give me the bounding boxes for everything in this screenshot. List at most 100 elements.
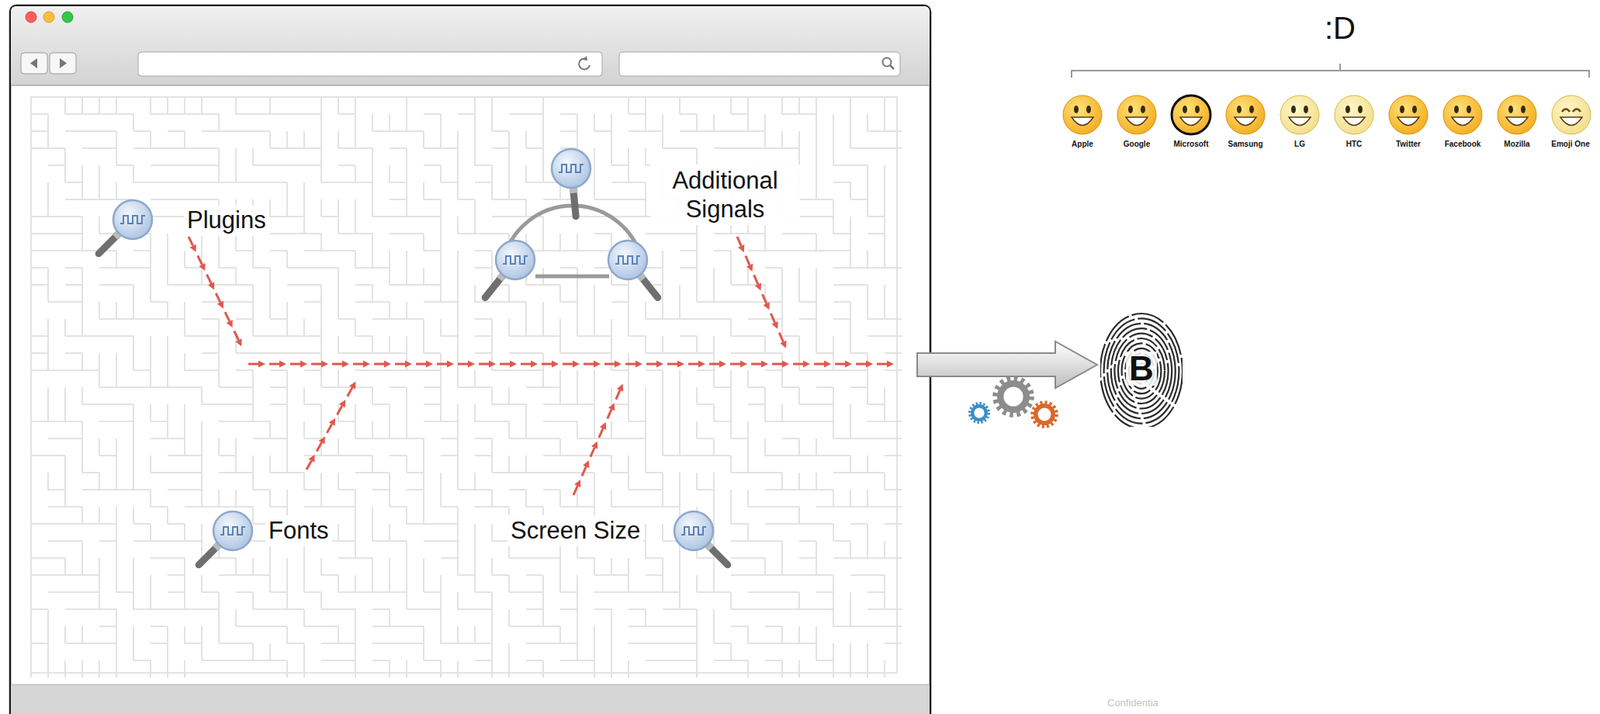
magnifier xyxy=(98,200,153,254)
arrowhead xyxy=(425,360,433,368)
arrowhead xyxy=(737,244,745,253)
dash xyxy=(779,332,783,343)
arrowhead xyxy=(572,360,580,368)
dash xyxy=(599,428,603,438)
dash xyxy=(762,294,767,304)
emoji-face xyxy=(1280,95,1320,135)
arrowhead xyxy=(308,454,315,463)
arrowhead xyxy=(698,360,706,368)
arrowhead xyxy=(591,441,598,450)
dash xyxy=(754,274,759,284)
dash xyxy=(436,363,447,366)
dash xyxy=(834,363,846,366)
dash xyxy=(590,447,595,458)
arrowhead xyxy=(198,263,205,271)
dash xyxy=(541,363,552,366)
dash xyxy=(520,363,531,366)
dash xyxy=(737,236,742,246)
arrowhead xyxy=(599,422,607,430)
output-arrow xyxy=(917,341,1098,388)
arrowhead xyxy=(258,360,266,368)
dash xyxy=(688,363,699,366)
vendor-label: LG xyxy=(1294,139,1306,149)
dash xyxy=(316,442,322,451)
arrowhead xyxy=(349,381,356,390)
emoji-face xyxy=(1388,95,1428,135)
dash xyxy=(607,408,612,419)
dash xyxy=(745,256,750,266)
arrowhead xyxy=(190,244,197,253)
arrowhead xyxy=(509,360,517,368)
dash xyxy=(415,363,426,366)
arrowhead xyxy=(467,360,475,368)
emoji-face xyxy=(1551,95,1591,135)
emoji-face xyxy=(1334,95,1374,135)
dash xyxy=(855,363,866,366)
gear xyxy=(970,404,988,422)
arrowhead xyxy=(740,360,748,368)
dash xyxy=(347,387,353,396)
signal-label: Plugins xyxy=(183,204,270,236)
dash xyxy=(793,363,804,366)
dash xyxy=(290,363,301,366)
dash xyxy=(248,363,259,366)
dash xyxy=(562,363,573,366)
browser-window xyxy=(10,5,931,714)
dash xyxy=(751,363,762,366)
magnifier xyxy=(674,511,728,565)
arrowhead xyxy=(207,281,215,290)
arrowhead xyxy=(746,263,753,272)
arrowhead xyxy=(363,360,371,368)
cluster-line xyxy=(535,274,610,279)
vendor-label: Google xyxy=(1123,139,1150,149)
arrowhead xyxy=(405,360,413,368)
dash xyxy=(337,405,343,415)
emoji-face xyxy=(1117,95,1157,135)
dash xyxy=(625,363,636,366)
arrowhead xyxy=(763,301,770,310)
dash xyxy=(353,363,364,366)
arrowhead xyxy=(593,360,601,368)
arrowhead xyxy=(886,360,894,368)
arrowhead xyxy=(574,479,581,488)
gear-icons xyxy=(970,380,1056,426)
vendor-label: Twitter xyxy=(1395,139,1421,149)
arrowhead xyxy=(635,360,643,368)
magnifier-icons xyxy=(98,148,728,565)
arrowhead xyxy=(342,360,350,368)
magnifier xyxy=(551,148,591,217)
dash xyxy=(332,363,343,366)
arrowhead xyxy=(300,360,308,368)
arrowhead xyxy=(329,418,336,426)
dash xyxy=(667,363,678,366)
fingerprint-id: B xyxy=(1100,310,1183,427)
emoticon-text: :D xyxy=(1324,10,1356,46)
arrowhead xyxy=(845,360,852,368)
arrowhead xyxy=(530,360,538,368)
dash xyxy=(709,363,720,366)
arrowhead xyxy=(279,360,287,368)
emoji-face xyxy=(1497,95,1537,135)
arrowhead xyxy=(321,360,329,368)
arrowhead xyxy=(235,338,242,347)
dash xyxy=(646,363,657,366)
dash xyxy=(374,363,385,366)
dash xyxy=(394,363,406,366)
signal-arrows xyxy=(188,236,894,496)
dash xyxy=(207,274,212,284)
gear xyxy=(997,380,1030,413)
arrowhead xyxy=(446,360,454,368)
dash xyxy=(478,363,489,366)
vendor-label: Facebook xyxy=(1444,139,1482,149)
arrowhead xyxy=(551,360,559,368)
emoji-face xyxy=(1171,95,1211,135)
arrowhead xyxy=(614,360,622,368)
signal-label: Fonts xyxy=(265,515,333,547)
arrowhead xyxy=(782,360,790,368)
dash xyxy=(306,460,312,470)
dash xyxy=(225,311,230,322)
arrowhead xyxy=(656,360,664,368)
dash xyxy=(499,363,510,366)
signal-label: Screen Size xyxy=(507,515,644,547)
vendor-label: Emoji One xyxy=(1551,139,1590,149)
